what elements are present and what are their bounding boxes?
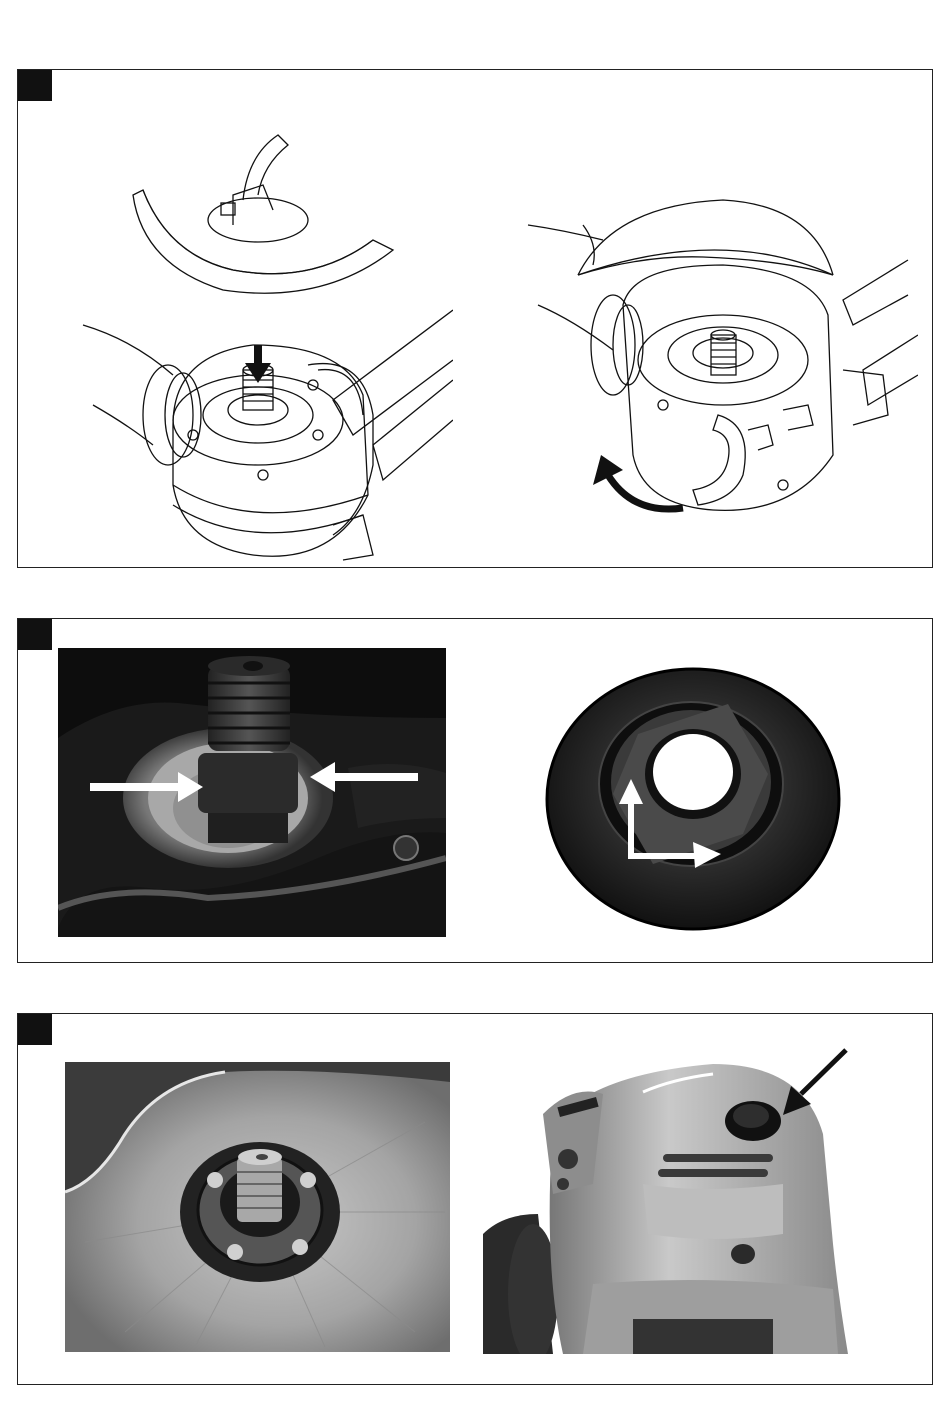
outer-flange-photo [65, 1062, 450, 1352]
inner-flange-photo [543, 654, 843, 939]
figure-marker-2 [18, 619, 52, 650]
figure-panel-3 [17, 1013, 933, 1385]
down-arrow-icon [245, 345, 271, 383]
figure-marker-1 [18, 70, 52, 101]
rotate-arrow-icon [593, 455, 683, 509]
spindle-flats-photo [58, 648, 446, 937]
figure-panel-2 [17, 618, 933, 963]
figure-marker-3 [18, 1014, 52, 1045]
figure-panel-1 [17, 69, 933, 568]
diagonal-arrow-icon [783, 1050, 846, 1115]
spindle-lock-photo [483, 1044, 903, 1354]
guard-fitting-drawing [73, 115, 453, 565]
guard-rotation-drawing [523, 185, 918, 565]
